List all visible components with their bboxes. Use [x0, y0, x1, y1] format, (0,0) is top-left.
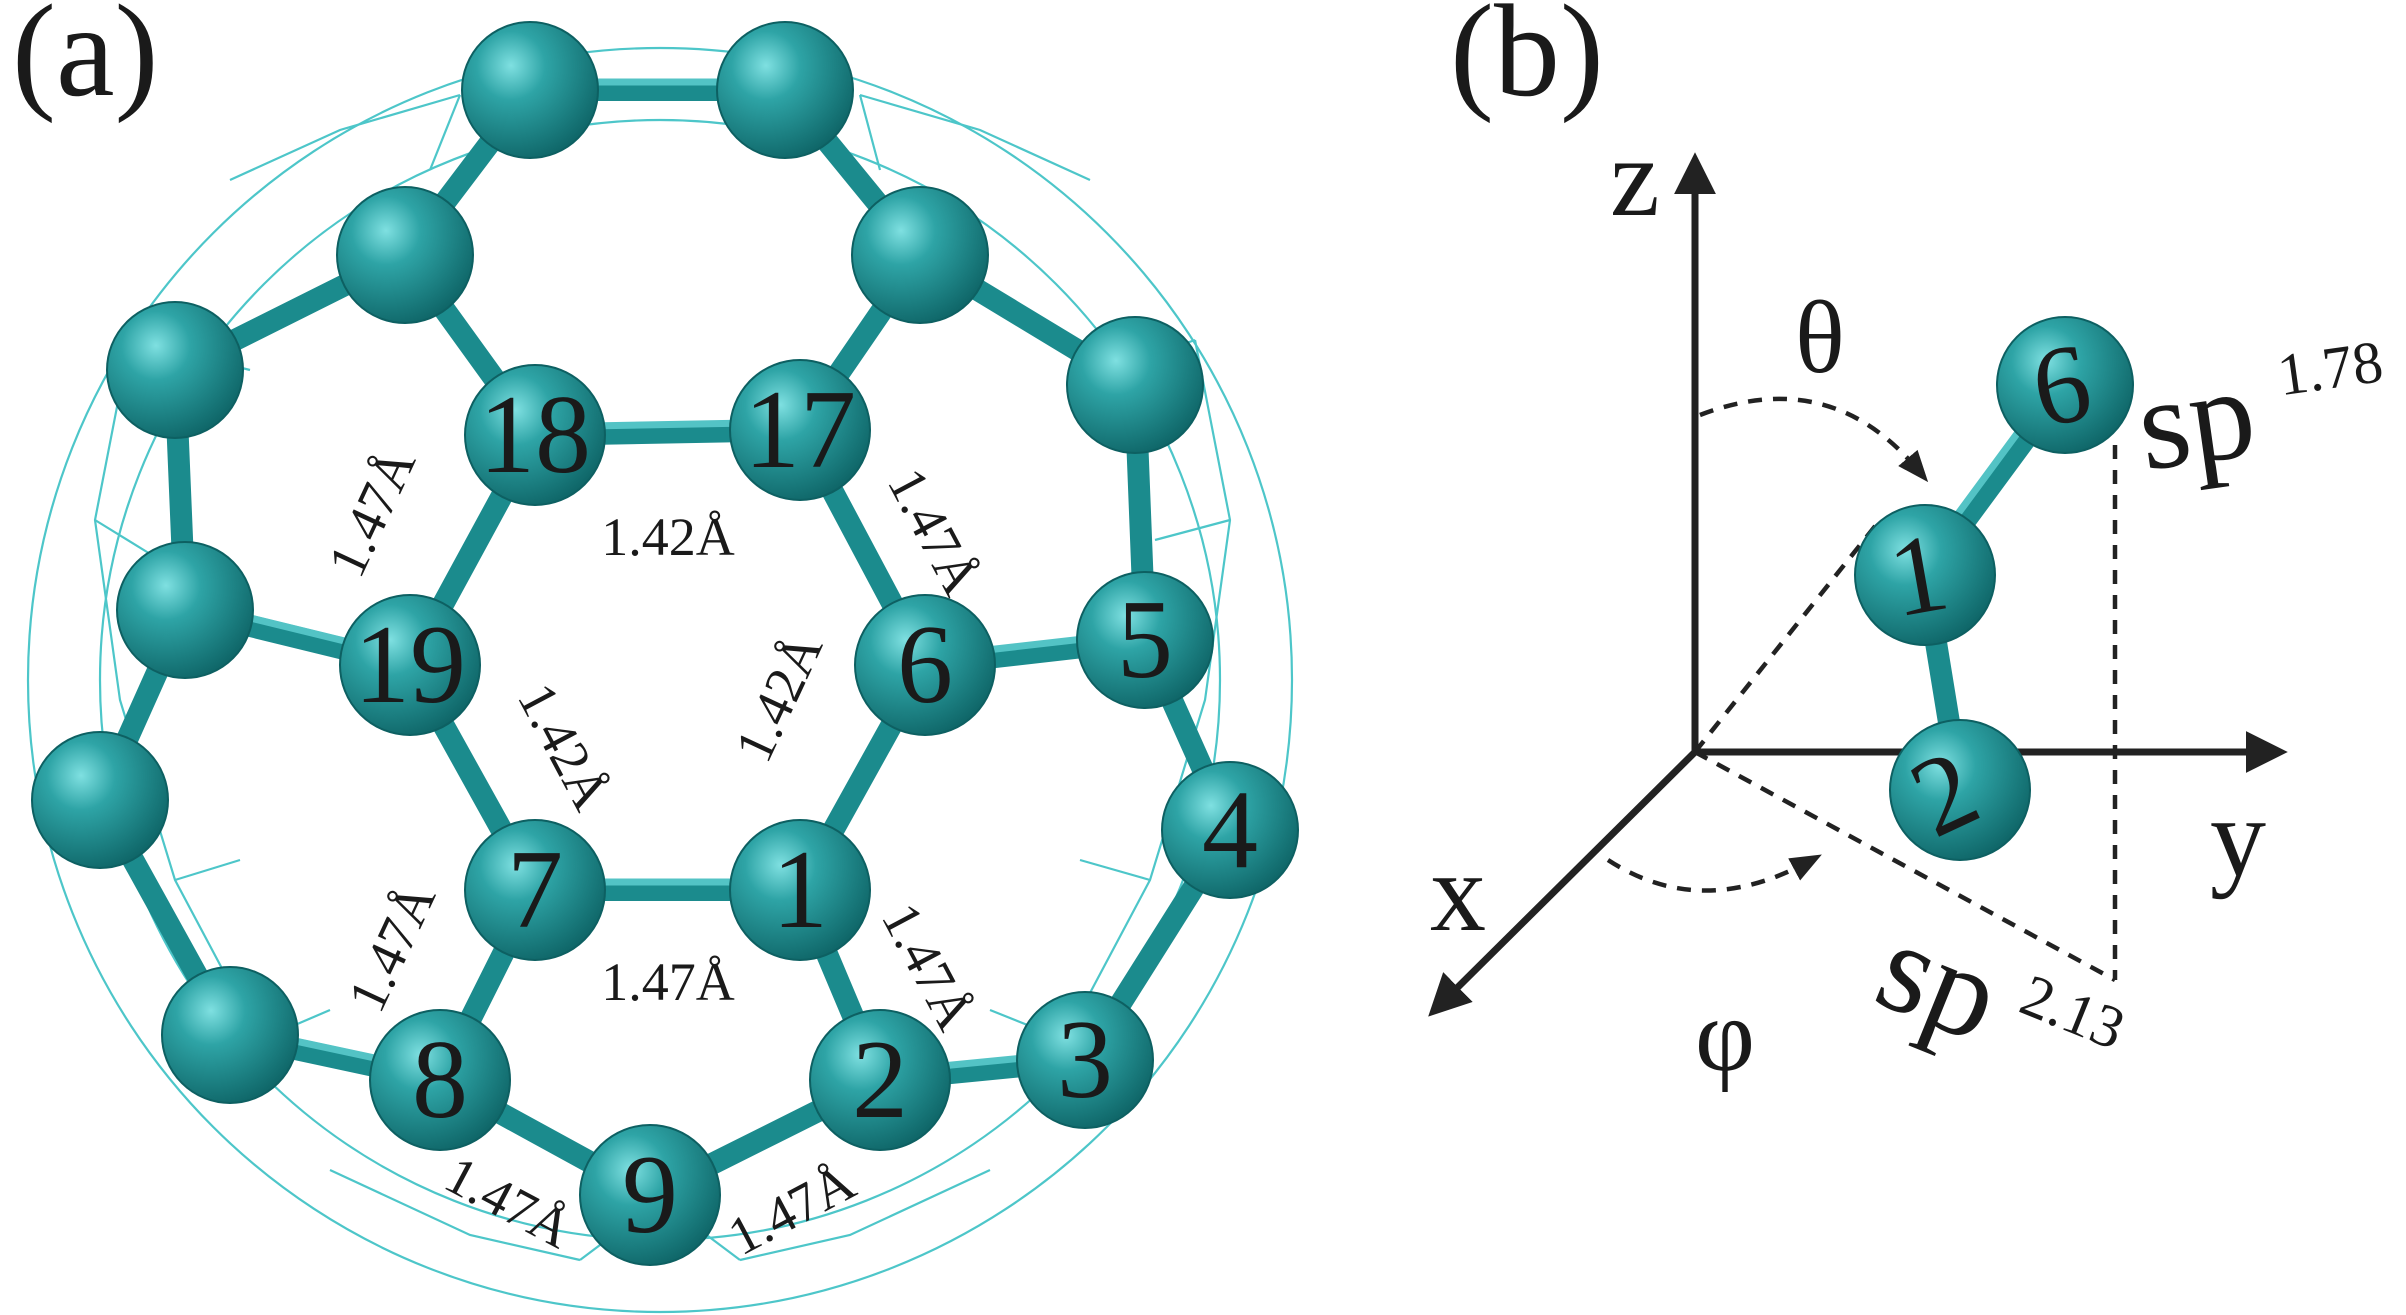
- z-axis-label: z: [1610, 116, 1660, 240]
- carbon-atom-17: [729, 359, 871, 501]
- theta-arc: [1699, 396, 1929, 483]
- carbon-atom: [116, 541, 254, 679]
- bond-length-7-8: 1.47Å: [336, 874, 447, 1020]
- phi-arc: [1606, 854, 1822, 893]
- theta-label: θ: [1795, 280, 1845, 395]
- x-axis-label: x: [1430, 831, 1486, 955]
- bond-length-6-1: 1.42Å: [723, 624, 834, 770]
- carbon-atom-3: [1016, 991, 1154, 1129]
- atom-label-19: 19: [354, 603, 466, 727]
- carbon-atom-4: [1161, 761, 1299, 899]
- atom-label-9: 9: [622, 1133, 678, 1257]
- coordinate-axes: z y x: [1428, 116, 2288, 1017]
- carbon-atom-6: [854, 594, 996, 736]
- carbon-atom-2-b: [1889, 719, 2031, 861]
- carbon-atom: [31, 731, 169, 869]
- carbon-atom: [1066, 316, 1204, 454]
- atoms-a: [31, 21, 1299, 1266]
- bond-projection-origin: [1693, 518, 1882, 754]
- carbon-atom-8: [369, 1009, 511, 1151]
- carbon-atom: [461, 21, 599, 159]
- atom-label-8: 8: [412, 1018, 468, 1142]
- y-axis-label: y: [2210, 776, 2266, 900]
- carbon-atom-19: [339, 594, 481, 736]
- atom-label-17: 17: [744, 368, 856, 492]
- hybridization-upper: sp 1.78: [2129, 328, 2387, 499]
- bond-length-9-2: 1.47Å: [719, 1151, 865, 1267]
- carbon-atom: [851, 186, 989, 324]
- carbon-atom: [716, 21, 854, 159]
- carbon-atom-1-b: [1854, 504, 1996, 646]
- carbon-atom-9: [579, 1124, 721, 1266]
- hybridization-upper-exponent: 1.78: [2274, 328, 2387, 408]
- bond-length-7-1: 1.47Å: [601, 952, 735, 1012]
- hybridization-upper-base: sp: [2129, 340, 2264, 499]
- carbon-atom-6-b: [1996, 316, 2134, 454]
- carbon-atom: [336, 186, 474, 324]
- carbon-atom-5: [1076, 571, 1214, 709]
- bond-highlights: [181, 78, 1149, 1076]
- atom-label-2: 2: [852, 1018, 908, 1142]
- panel-b: (b) z y x θ φ 6 1: [1428, 0, 2387, 1093]
- atom-labels-a: 18 17 19 6 5 4 7 1 8 2 3 9: [354, 368, 1258, 1257]
- atom-label-4: 4: [1202, 768, 1258, 892]
- ground-projection: [1693, 750, 2117, 982]
- panel-a: (a): [12, 0, 1299, 1314]
- bond-length-8-9: 1.47Å: [435, 1144, 581, 1260]
- atom-label-3: 3: [1057, 998, 1113, 1122]
- carbon-atom-1: [729, 819, 871, 961]
- carbon-atom-2: [809, 1009, 951, 1151]
- carbon-atom-18: [464, 364, 606, 506]
- carbon-atom-7: [464, 819, 606, 961]
- carbon-atom: [161, 966, 299, 1104]
- hybridization-lower-base: sp: [1859, 893, 2020, 1070]
- phi-label: φ: [1695, 978, 1755, 1093]
- bond-length-18-19: 1.47Å: [316, 439, 427, 585]
- atom-label-6: 6: [897, 603, 953, 727]
- hybridization-lower: sp 2.13: [1859, 893, 2134, 1070]
- atom-label-18: 18: [479, 373, 591, 497]
- bond-length-19-7: 1.42Å: [506, 674, 622, 820]
- panel-b-label: (b): [1450, 0, 1604, 124]
- atom-label-7: 7: [507, 828, 563, 952]
- x-axis: [1428, 749, 1698, 1017]
- atom-label-5: 5: [1117, 578, 1173, 702]
- bond-fragment: 6 1 2: [1854, 316, 2134, 861]
- projection-lines: θ φ: [1606, 280, 2118, 1093]
- bond-length-18-17: 1.42Å: [601, 507, 735, 567]
- carbon-atom: [106, 301, 244, 439]
- panel-a-label: (a): [12, 0, 159, 124]
- atom-label-1: 1: [772, 828, 828, 952]
